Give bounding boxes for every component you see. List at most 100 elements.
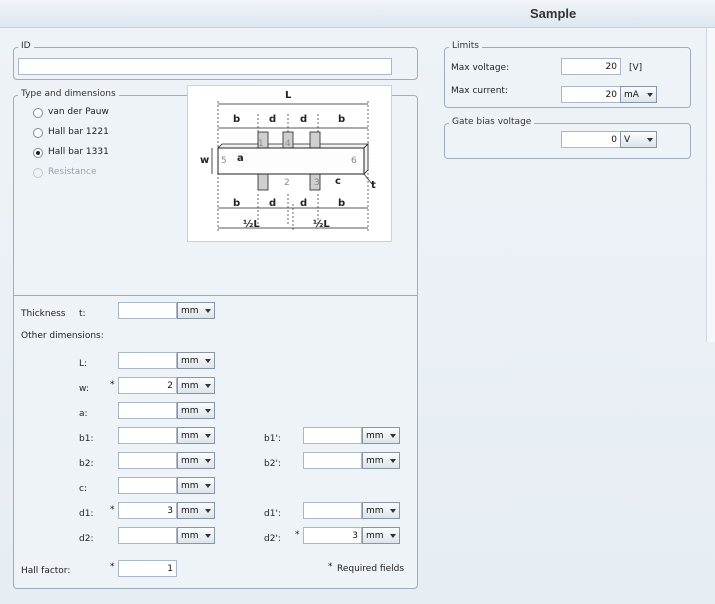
dim-input-a[interactable] [118, 402, 177, 419]
select-value: mm [181, 306, 199, 316]
select-value: mm [366, 431, 384, 441]
diagram-label-b2-prime: b [338, 198, 346, 209]
select-value: mm [181, 506, 199, 516]
chevron-down-icon [647, 93, 653, 97]
dim-unit-select-a[interactable]: mm [177, 402, 215, 419]
id-legend: ID [18, 41, 34, 51]
chevron-down-icon [390, 509, 396, 513]
dim-unit-select-b1-prime[interactable]: mm [362, 427, 400, 444]
chevron-down-icon [390, 434, 396, 438]
dim-unit-select-b2[interactable]: mm [177, 452, 215, 469]
radio-button[interactable] [33, 128, 43, 138]
radio-button[interactable] [33, 148, 43, 158]
hall-factor-input[interactable]: 1 [118, 560, 177, 577]
dim-unit-select-c[interactable]: mm [177, 477, 215, 494]
gate-bias-input[interactable]: 0 [561, 131, 621, 148]
chevron-down-icon [390, 459, 396, 463]
dim-unit-select-d2-prime[interactable]: mm [362, 527, 400, 544]
diagram-label-4: 4 [285, 139, 291, 149]
max-current-label: Max current: [451, 86, 508, 96]
select-value: mm [181, 531, 199, 541]
dim-unit-select-d1-prime[interactable]: mm [362, 502, 400, 519]
radio-label: Hall bar 1331 [48, 147, 109, 157]
select-value: mA [624, 90, 639, 100]
dim-unit-select-b1[interactable]: mm [177, 427, 215, 444]
diagram-label-b1: b [233, 114, 241, 125]
thickness-unit-select[interactable]: mm [177, 302, 215, 319]
chevron-down-icon [390, 534, 396, 538]
dim-label: b2': [264, 459, 281, 469]
gate-legend: Gate bias voltage [449, 117, 535, 127]
chevron-down-icon [205, 534, 211, 538]
dim-input-w[interactable]: 2 [118, 377, 177, 394]
required-star-icon: * [328, 562, 333, 572]
title-bar: Sample [0, 0, 715, 28]
thickness-input[interactable] [118, 302, 177, 319]
diagram-label-d2-prime: d [300, 198, 308, 209]
dim-input-b2-prime[interactable] [303, 452, 362, 469]
hall-bar-diagram: L b d d b w a c t 1 4 5 6 2 3 b d d b ½L… [187, 85, 392, 242]
hall-factor-label: Hall factor: [21, 566, 71, 576]
dim-label: c: [79, 484, 87, 494]
select-value: mm [366, 456, 384, 466]
select-value: mm [181, 406, 199, 416]
diagram-label-d1-prime: d [269, 198, 277, 209]
max-voltage-input[interactable]: 20 [561, 58, 621, 75]
select-value: mm [366, 531, 384, 541]
chevron-down-icon [205, 509, 211, 513]
dim-label: b1': [264, 434, 281, 444]
chevron-down-icon [205, 434, 211, 438]
separator [14, 295, 417, 296]
dim-input-b1[interactable] [118, 427, 177, 444]
dim-input-c[interactable] [118, 477, 177, 494]
required-star-icon: * [110, 562, 115, 572]
dim-label: w: [79, 384, 89, 394]
required-star-icon: * [110, 505, 115, 515]
radio-label: Resistance [48, 167, 97, 177]
gate-bias-unit-select[interactable]: V [620, 131, 657, 148]
dim-unit-select-w[interactable]: mm [177, 377, 215, 394]
thickness-symbol: t: [79, 309, 86, 319]
radio-button[interactable] [33, 168, 43, 178]
dim-input-b1-prime[interactable] [303, 427, 362, 444]
diagram-label-c: c [335, 176, 341, 187]
select-value: mm [181, 431, 199, 441]
radio-label: Hall bar 1221 [48, 127, 109, 137]
chevron-down-icon [205, 409, 211, 413]
radio-button[interactable] [33, 108, 43, 118]
diagram-label-t: t [371, 180, 376, 191]
select-value: V [624, 135, 631, 145]
dim-label: d2: [79, 534, 94, 544]
type-legend: Type and dimensions [18, 89, 119, 99]
diagram-label-L: L [285, 90, 292, 101]
max-current-unit-select[interactable]: mA [620, 86, 657, 103]
dim-label: d2': [264, 534, 281, 544]
dim-input-d2[interactable] [118, 527, 177, 544]
select-value: mm [366, 506, 384, 516]
dim-input-d1[interactable]: 3 [118, 502, 177, 519]
dim-unit-select-b2-prime[interactable]: mm [362, 452, 400, 469]
required-fields-note: Required fields [337, 564, 405, 574]
dim-label: b1: [79, 434, 94, 444]
scrollbar[interactable] [706, 28, 715, 342]
dim-input-b2[interactable] [118, 452, 177, 469]
dim-unit-select-d2[interactable]: mm [177, 527, 215, 544]
diagram-label-5: 5 [221, 156, 227, 166]
chevron-down-icon [205, 484, 211, 488]
dim-input-d2-prime[interactable]: 3 [303, 527, 362, 544]
dim-input-d1-prime[interactable] [303, 502, 362, 519]
required-star-icon: * [295, 530, 300, 540]
dim-unit-select-d1[interactable]: mm [177, 502, 215, 519]
radio-label: van der Pauw [48, 107, 109, 117]
dim-unit-select-L[interactable]: mm [177, 352, 215, 369]
dim-input-L[interactable] [118, 352, 177, 369]
required-star-icon: * [110, 380, 115, 390]
diagram-label-w: w [200, 155, 210, 166]
chevron-down-icon [647, 138, 653, 142]
id-input[interactable] [18, 58, 392, 75]
diagram-label-d1: d [269, 114, 277, 125]
hall-bar-svg [211, 101, 373, 231]
max-current-input[interactable]: 20 [561, 86, 621, 103]
dim-label: d1: [79, 509, 94, 519]
diagram-label-half-right: ½L [313, 219, 330, 230]
